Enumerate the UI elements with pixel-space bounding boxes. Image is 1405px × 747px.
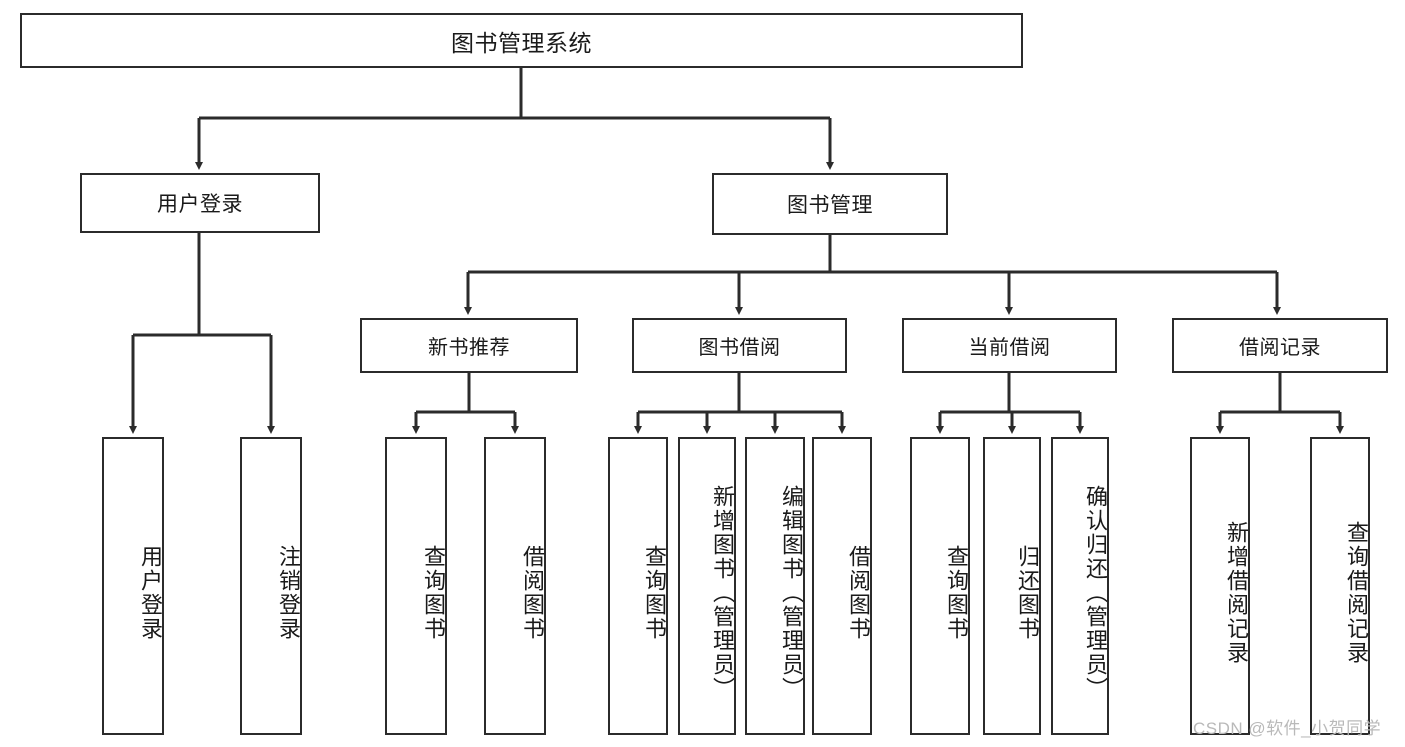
leaf-node[interactable]: 查询图书	[385, 437, 447, 735]
leaf-node[interactable]: 新增图书（管理员）	[678, 437, 736, 735]
leaf-node[interactable]: 归还图书	[983, 437, 1041, 735]
watermark: CSDN @软件_小贺同学	[1193, 719, 1382, 738]
leaf-node[interactable]: 借阅图书	[484, 437, 546, 735]
node-current-borrow[interactable]: 当前借阅	[902, 318, 1117, 373]
node-book-management[interactable]: 图书管理	[712, 173, 948, 235]
leaf-node[interactable]: 新增借阅记录	[1190, 437, 1250, 735]
node-book-borrow[interactable]: 图书借阅	[632, 318, 847, 373]
leaf-node[interactable]: 查询图书	[608, 437, 668, 735]
leaf-node[interactable]: 注销登录	[240, 437, 302, 735]
leaf-node[interactable]: 查询图书	[910, 437, 970, 735]
leaf-node[interactable]: 用户登录	[102, 437, 164, 735]
node-user-login[interactable]: 用户登录	[80, 173, 320, 233]
node-new-book-recommend[interactable]: 新书推荐	[360, 318, 578, 373]
leaf-node[interactable]: 查询借阅记录	[1310, 437, 1370, 735]
node-root[interactable]: 图书管理系统	[20, 13, 1023, 68]
leaf-node[interactable]: 确认归还（管理员）	[1051, 437, 1109, 735]
node-borrow-record[interactable]: 借阅记录	[1172, 318, 1388, 373]
leaf-node[interactable]: 借阅图书	[812, 437, 872, 735]
leaf-node[interactable]: 编辑图书（管理员）	[745, 437, 805, 735]
